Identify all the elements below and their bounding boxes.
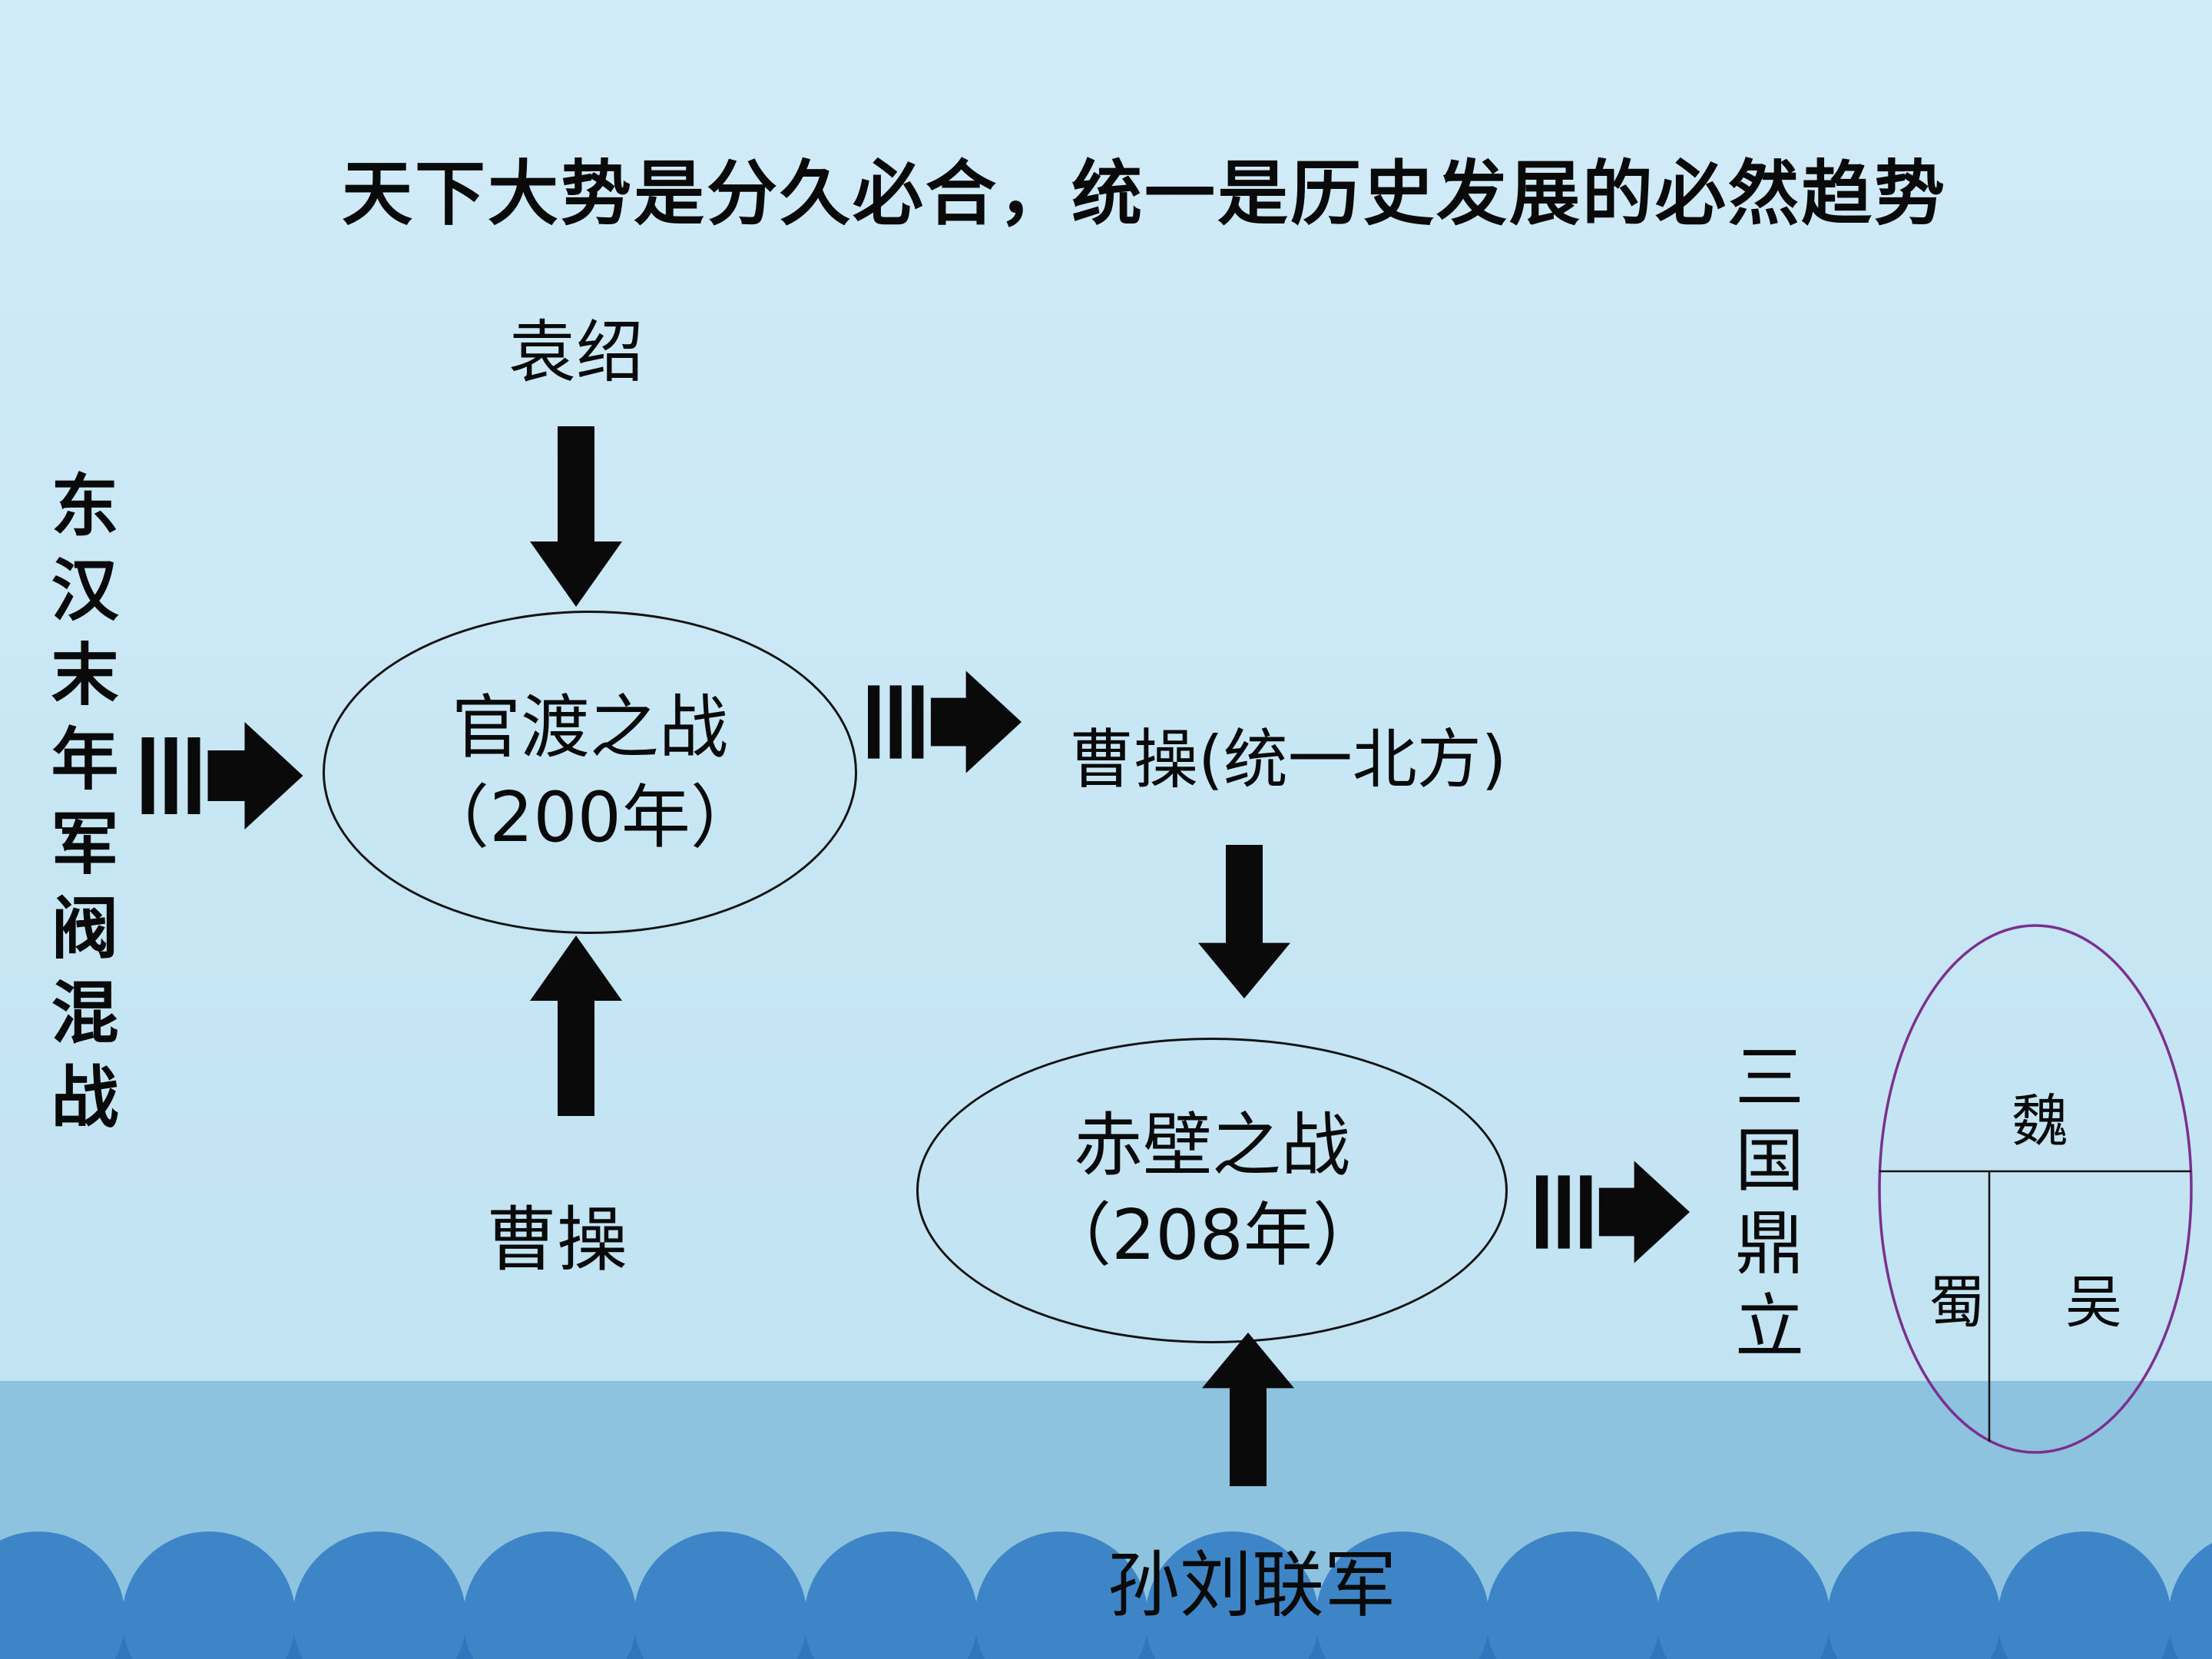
chibi-battle-node: 赤壁之战 （208年） (916, 1038, 1508, 1343)
chibi-battle-year: （208年） (1042, 1195, 1382, 1276)
guandu-battle-year: （200年） (420, 777, 760, 858)
arrow-up-caocao-icon (530, 935, 622, 1116)
chibi-battle-name: 赤壁之战 (1074, 1105, 1350, 1186)
left-vertical-label: 东汉末年军阀混战 (40, 470, 119, 1146)
arrow-right-striped-warlords-icon (140, 718, 305, 833)
three-kingdoms-label: 三国鼎立 (1723, 1041, 1803, 1373)
slide-title: 天下大势是分久必合，统一是历史发展的必然趋势 (341, 153, 1947, 235)
caocao-label: 曹操 (485, 1199, 628, 1281)
guandu-battle-node: 官渡之战 （200年） (323, 611, 857, 934)
guandu-battle-name: 官渡之战 (452, 687, 728, 768)
arrow-down-caocao-north-icon (1198, 845, 1290, 998)
arrow-up-sunliu-icon (1202, 1333, 1294, 1486)
caocao-north-label: 曹操(统一北方) (1069, 722, 1507, 797)
sunliu-label: 孙刘联军 (1107, 1544, 1396, 1628)
waves-decoration-icon (0, 1532, 2212, 1659)
yuanshao-label: 袁绍 (508, 313, 644, 392)
kingdom-wei-label: 魏 (2012, 1088, 2068, 1154)
arrow-down-yuanshao-icon (530, 426, 622, 607)
arrow-right-striped-chibi-icon (1536, 1154, 1690, 1270)
tripod-ellipse-icon (1878, 924, 2193, 1454)
arrow-right-striped-guandu-icon (868, 664, 1022, 780)
kingdom-shu-label: 蜀 (1929, 1270, 1985, 1336)
kingdom-wu-label: 吴 (2065, 1270, 2122, 1336)
